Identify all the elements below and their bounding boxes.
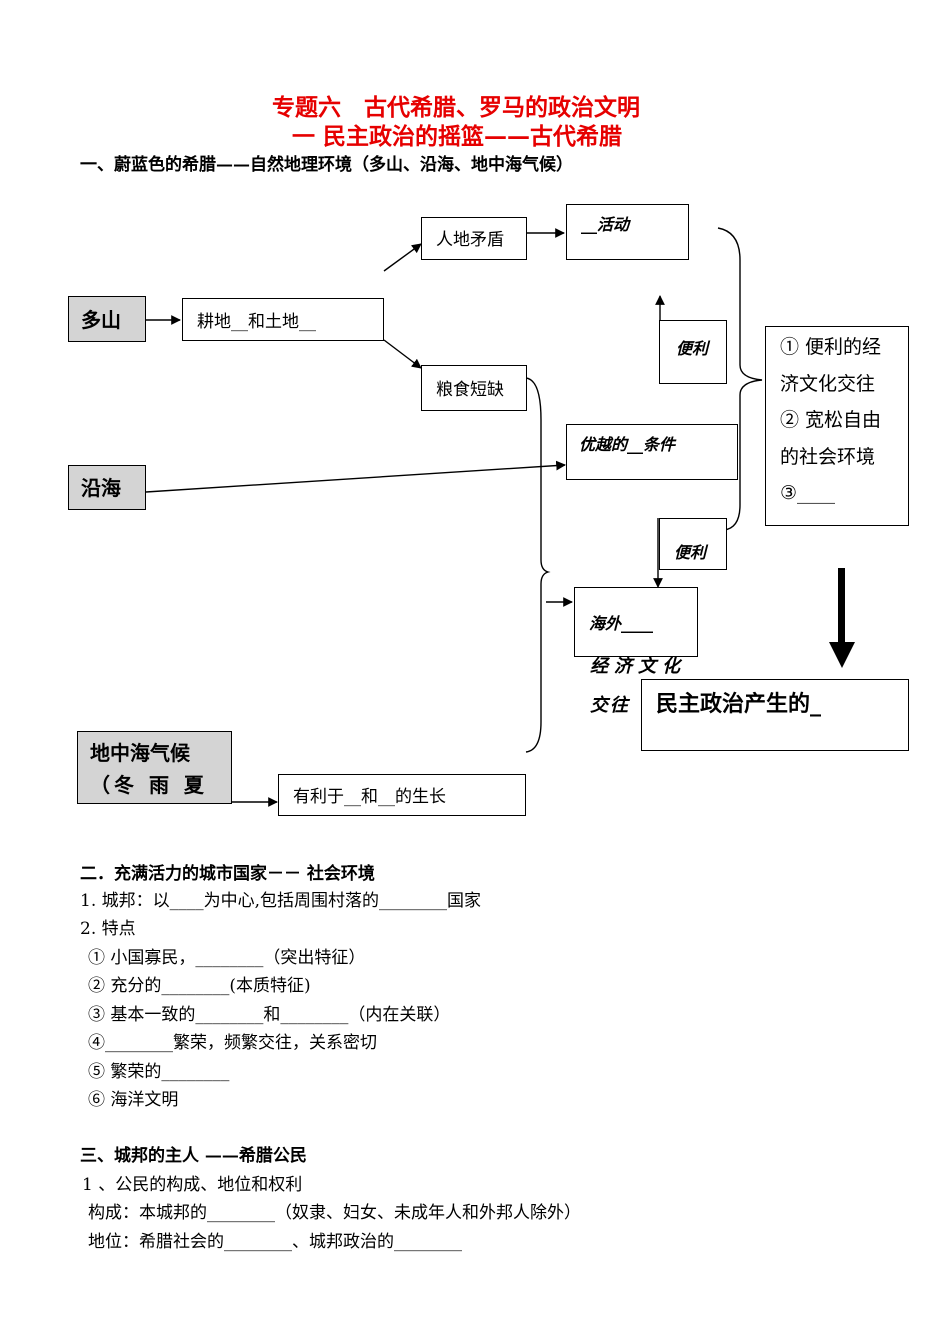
- overseas-box: 海外____: [574, 587, 698, 657]
- convenience-box-1: 便利: [659, 320, 727, 384]
- sea-box: 沿海: [68, 465, 146, 510]
- factor-line: 的社会环境: [780, 445, 876, 468]
- democracy-label: 民主政治产生的_: [656, 691, 822, 717]
- section3-heading: 三、城邦的主人 ——希腊公民: [80, 1146, 307, 1166]
- text-line: 1 、公民的构成、地位和权利: [82, 1175, 303, 1195]
- people-land-conflict-box: 人地矛盾: [421, 217, 527, 260]
- text-line: 地位：希腊社会的________、城邦政治的________: [88, 1232, 462, 1252]
- growth-label: 有利于__和__的生长: [293, 787, 446, 807]
- factor-line: ② 宽松自由: [780, 409, 882, 431]
- section2-heading: 二．充满活力的城市国家－－ 社会环境: [80, 864, 375, 884]
- food-shortage-box: 粮食短缺: [421, 365, 527, 411]
- factor-line: 济文化交往: [780, 372, 876, 395]
- mountain-box: 多山: [68, 296, 146, 342]
- text-line: ② 充分的________(本质特征): [88, 976, 311, 996]
- climate-label: 地中海气候: [90, 741, 190, 765]
- overseas-label-line2: 经济文化: [590, 656, 686, 677]
- food-shortage-label: 粮食短缺: [436, 380, 504, 400]
- text-line: 构成：本城邦的________（奴隶、妇女、未成年人和外邦人除外）: [88, 1203, 581, 1223]
- document-title: 专题六 古代希腊、罗马的政治文明: [272, 94, 640, 121]
- text-line: 1. 城邦：以____为中心,包括周围村落的________国家: [80, 891, 482, 911]
- overseas-label: 海外____: [589, 614, 654, 633]
- growth-box: 有利于__和__的生长: [278, 774, 526, 816]
- sea-label: 沿海: [81, 476, 121, 500]
- factor-line: ① 便利的经: [780, 336, 882, 358]
- climate-box: 地中海气候 （冬 雨 夏: [77, 731, 232, 804]
- activity-label: __活动: [581, 215, 630, 234]
- climate-detail: （冬 雨 夏: [90, 773, 208, 797]
- factor-line: ③____: [780, 482, 836, 504]
- convenience-label-2: 便利: [674, 543, 707, 562]
- activity-box: __活动: [566, 204, 689, 260]
- text-line: ③ 基本一致的________和________（内在关联）: [88, 1005, 451, 1025]
- document-subtitle: 一 民主政治的摇篮——古代希腊: [292, 123, 623, 150]
- text-line: ④________繁荣，频繁交往，关系密切: [88, 1033, 377, 1053]
- arable-land-label: 耕地__和土地__: [197, 312, 316, 332]
- text-line: ⑤ 繁荣的________: [88, 1062, 230, 1082]
- superior-conditions-box: 优越的__条件: [566, 424, 738, 480]
- superior-conditions-label: 优越的__条件: [579, 435, 676, 454]
- factors-box: ① 便利的经 济文化交往 ② 宽松自由 的社会环境 ③____: [765, 326, 909, 526]
- text-line: ⑥ 海洋文明: [88, 1090, 179, 1110]
- section1-heading: 一、蔚蓝色的希腊——自然地理环境（多山、沿海、地中海气候）: [80, 155, 573, 175]
- text-line: ① 小国寡民，________（突出特征）: [88, 948, 366, 968]
- convenience-label-1: 便利: [676, 339, 709, 358]
- arable-land-box: 耕地__和土地__: [182, 298, 384, 341]
- convenience-box-2: 便利: [659, 518, 727, 570]
- overseas-label-line3: 交往: [590, 695, 630, 716]
- people-land-conflict-label: 人地矛盾: [436, 230, 504, 250]
- text-line: 2. 特点: [80, 919, 136, 939]
- democracy-box: 民主政治产生的_: [641, 679, 909, 751]
- mountain-label: 多山: [81, 308, 121, 332]
